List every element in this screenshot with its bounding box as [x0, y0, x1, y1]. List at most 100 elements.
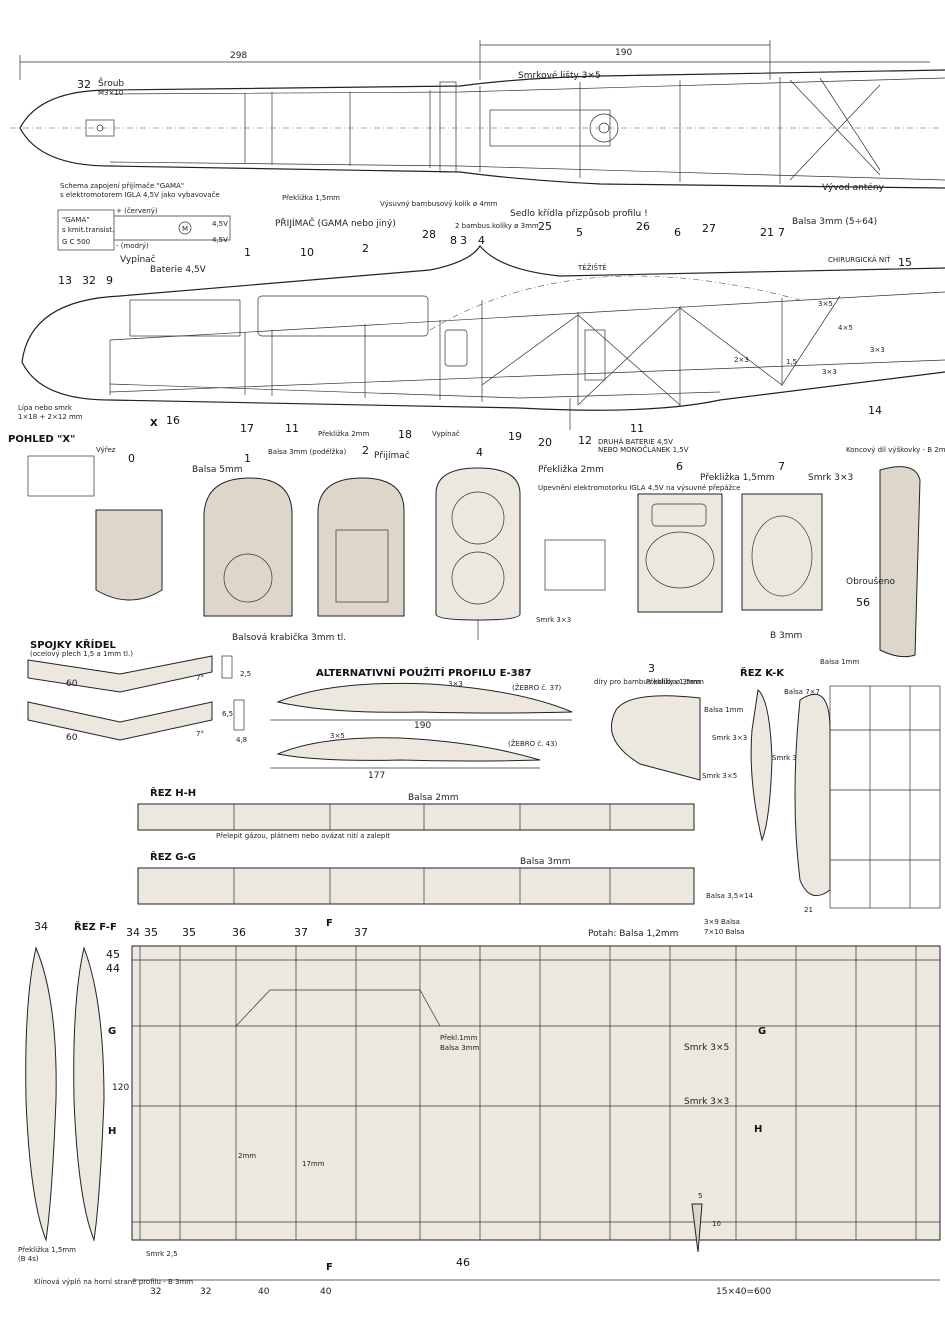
dim-2mm: 2mm [238, 1152, 256, 1160]
side-part-21: 21 [760, 226, 774, 239]
tip-plywood: Překližka 1,5mm [18, 1246, 76, 1254]
side-part-14: 14 [868, 404, 882, 417]
schematic-motor: M [182, 225, 188, 233]
spruce-strips-label: Smrkové lišty 3×5 [518, 70, 601, 81]
strip-33b-label: 3×3 [822, 368, 837, 376]
lipa-size: 1×18 + 2×12 mm [18, 413, 83, 421]
side-part-9: 9 [106, 274, 113, 287]
schematic-v2: 4,5V [212, 236, 228, 244]
smrk33-former-label: Smrk 3×3 [808, 473, 853, 483]
gg-note: Přelepit gázou, plátnem nebo ovázat nití… [216, 832, 390, 840]
plywood-top-label: Překližka 1,5mm [282, 194, 340, 202]
motor-mount-label: Upevnění elektromotorku IGLA 4,5V na výs… [538, 484, 740, 492]
joiner-dim-65: 6,5 [222, 710, 233, 718]
kk-title: ŘEZ K-K [740, 666, 785, 679]
kk-smrk33b: Smrk 3×3 [772, 754, 807, 762]
joiner-dim-60a: 60 [66, 679, 78, 689]
joiners-title: SPOJKY KŘÍDEL [30, 638, 117, 651]
wing-num-44: 44 [106, 962, 120, 975]
wing-smrk33: Smrk 3×3 [684, 1097, 729, 1107]
wing-num-35b: 35 [182, 926, 196, 939]
strip-45-label: 4×5 [838, 324, 853, 332]
h-marker: H [108, 1126, 116, 1137]
side-part-13: 13 [58, 274, 72, 287]
cg-label: TĚŽIŠTĚ [577, 263, 607, 272]
f-marker-2: F [326, 1262, 333, 1273]
side-part-20: 20 [538, 436, 552, 449]
wing-num-37: 37 [294, 926, 308, 939]
gg-balsa: Balsa 3mm [520, 857, 571, 867]
wing-num-46: 46 [456, 1256, 470, 1269]
former-2-num: 2 [362, 444, 369, 457]
gg-title: ŘEZ G-G [150, 850, 196, 863]
fuselage-side-view: PŘIJÍMAČ (GAMA nebo jiný) Baterie 4,5V L… [18, 217, 945, 456]
schematic-v1: 4,5V [212, 220, 228, 228]
dim-span: 15×40=600 [716, 1287, 771, 1297]
fin-sanded: Obroušeno [846, 576, 895, 587]
switch-side-label: Vypínač [432, 430, 460, 438]
strip-35-label: 3×5 [818, 300, 833, 308]
dim-40a: 40 [258, 1287, 270, 1297]
former-1-num: 1 [244, 452, 251, 465]
side-part-4: 4 [478, 234, 485, 247]
tip-sub: (B 4s) [18, 1255, 39, 1263]
cutout-label: Výřez [96, 446, 116, 454]
plywood15-former-label: Překližka 1,5mm [700, 473, 775, 483]
section-kk: ŘEZ K-K B 3mm Balsa 1mm Balsa 1mm Smrk 3… [702, 631, 941, 914]
side-part-11b: 11 [630, 422, 644, 435]
hh-balsa: Balsa 2mm [408, 793, 459, 803]
kk-balsa1: Balsa 1mm [820, 658, 859, 666]
wing-num-36: 36 [232, 926, 246, 939]
battery2-label: DRUHÁ BATERIE 4,5V [598, 437, 673, 446]
wing-dim-120: 120 [112, 1083, 129, 1093]
h-marker-2: H [754, 1124, 762, 1135]
g-marker: G [108, 1026, 116, 1037]
schematic-box2: s kmit.transist. [62, 226, 114, 234]
profile-rib37: (ŽEBRO č. 37) [512, 683, 562, 692]
side-part-15: 15 [898, 256, 912, 269]
side-part-5: 5 [576, 226, 583, 239]
dim-40b: 40 [320, 1287, 332, 1297]
wing-num-34b: 34 [126, 926, 140, 939]
joiners-sub: (ocelový plech 1,5 a 1mm tl.) [30, 650, 133, 658]
lipa-label: Lípa nebo smrk [18, 404, 73, 412]
formers-row: POHLED "X" X Výřez 0 Balsa 5mm 1 2 Přijí… [8, 418, 945, 658]
joiner-dim-7a: 7° [196, 674, 204, 682]
dim-17mm: 17mm [302, 1160, 325, 1168]
former-3-num: 3 [648, 662, 655, 675]
schematic-title2: s elektromotorem IGLA 4,5V jako vybavova… [60, 191, 220, 199]
fin-title: Koncový díl výškovky - B 2mm [846, 446, 945, 454]
side-part-6: 6 [674, 226, 681, 239]
side-part-28: 28 [422, 228, 436, 241]
wing-seat-label: Sedlo křídla přizpůsob profilu ! [510, 208, 648, 219]
wing-num-45: 45 [106, 948, 120, 961]
hh-title: ŘEZ H-H [150, 786, 196, 799]
plywood2-side-label: Překližka 2mm [318, 430, 369, 438]
side-part-3: 3 [460, 234, 467, 247]
plywood2-former-label: Překližka 2mm [538, 465, 604, 475]
balsa-sides-label: Balsa 3mm (5÷64) [792, 217, 877, 227]
former-7-num: 7 [778, 460, 785, 473]
bamboo-pins-label: 2 bambus.kolíky ø 3mm [455, 222, 539, 230]
side-part-11: 11 [285, 422, 299, 435]
fin-num: 56 [856, 596, 870, 609]
section-gg: ŘEZ G-G Přelepit gázou, plátnem nebo ová… [137, 832, 695, 905]
side-part-2: 2 [362, 242, 369, 255]
f-marker: F [326, 918, 333, 929]
e387-profiles: ALTERNATIVNÍ POUŽITÍ PROFILU E-387 (ŽEBR… [270, 666, 573, 781]
schematic-minus: - (modrý) [116, 242, 149, 250]
ff-title: ŘEZ F-F [74, 920, 117, 933]
side-part-17: 17 [240, 422, 254, 435]
wing-skin: Potah: Balsa 1,2mm [588, 929, 678, 939]
side-part-32: 32 [82, 274, 96, 287]
battery-label: Baterie 4,5V [150, 265, 207, 275]
kk-smrk33: Smrk 3×3 [712, 734, 747, 742]
strip-15-label: 1,5 [786, 358, 797, 366]
wedge-note: Klínová výplň na horní straně profilu - … [34, 1278, 193, 1286]
kk-balsa7: Balsa 7×7 [784, 688, 820, 696]
side-part-19: 19 [508, 430, 522, 443]
side-part-7: 7 [778, 226, 785, 239]
profile-dim-177: 177 [368, 771, 385, 781]
profile-strip-b: 3×5 [330, 732, 345, 740]
joiner-dim-60b: 60 [66, 733, 78, 743]
